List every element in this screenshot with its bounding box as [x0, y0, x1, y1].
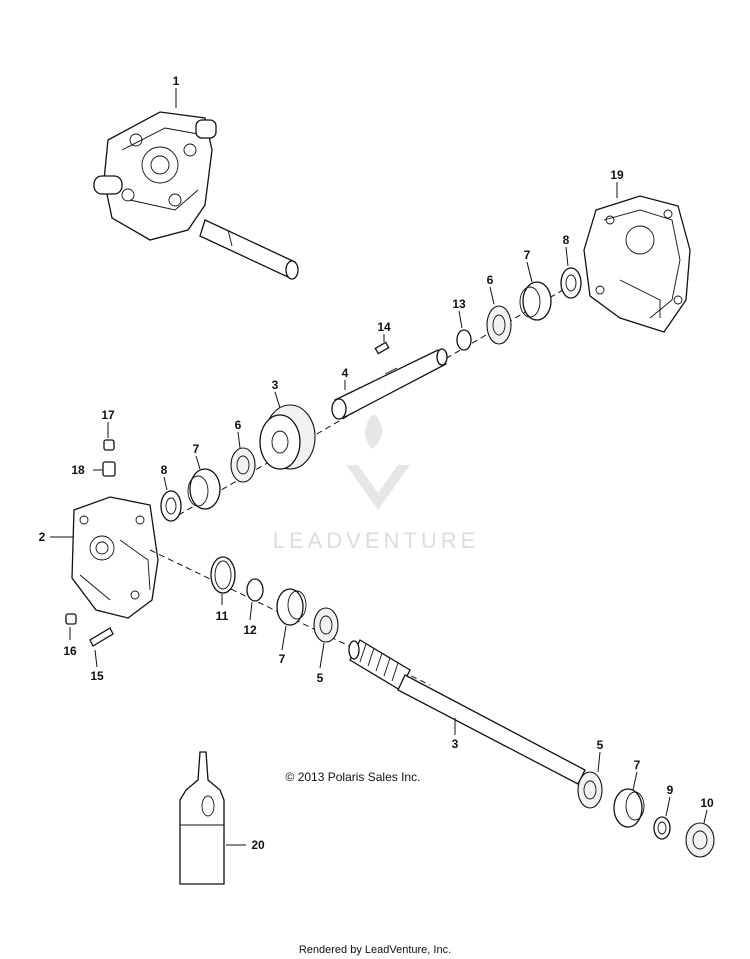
callout-7: 7 [279, 652, 286, 666]
part-8-seal-upper [560, 267, 582, 299]
callout-2: 2 [39, 530, 46, 544]
part-14-key [374, 341, 390, 355]
part-7-race-middle [276, 588, 307, 626]
callout-17: 17 [101, 408, 115, 422]
part-12-snap-ring [246, 578, 264, 602]
part-13-snap-ring [456, 329, 472, 351]
callout-3: 3 [452, 737, 459, 751]
callout-10: 10 [700, 796, 714, 810]
part-7-race-upper [519, 281, 552, 321]
part-1-gearbox-assembly [93, 111, 299, 280]
callout-7: 7 [634, 758, 641, 772]
leadventure-watermark: LEADVENTURE [273, 415, 480, 553]
part-19-housing-cover [583, 195, 691, 333]
part-7-race-right [613, 788, 645, 828]
part-17-plug [103, 439, 115, 451]
callout-5: 5 [317, 671, 324, 685]
part-7-race-left [187, 468, 221, 510]
callout-15: 15 [90, 669, 104, 683]
callout-11: 11 [216, 609, 229, 623]
part-5-bearing-right [577, 771, 603, 809]
callout-labels: 1 19 8 7 6 13 14 4 3 6 7 8 17 18 2 16 15… [39, 74, 714, 852]
part-6-bearing-upper [486, 305, 512, 345]
callout-20: 20 [251, 838, 265, 852]
copyright-notice: © 2013 Polaris Sales Inc. [286, 770, 421, 784]
callout-18: 18 [71, 463, 85, 477]
part-18-fitting [102, 461, 116, 477]
callout-7: 7 [193, 442, 200, 456]
watermark-text: LEADVENTURE [273, 528, 480, 553]
part-4-shaft [331, 348, 448, 420]
callout-8: 8 [563, 233, 570, 247]
callout-8: 8 [161, 463, 168, 477]
part-11-ring [210, 556, 236, 594]
callout-5: 5 [597, 738, 604, 752]
callout-6: 6 [235, 418, 242, 432]
part-2-housing [71, 496, 159, 619]
callout-13: 13 [452, 297, 466, 311]
part-3-gear-upper [259, 404, 316, 470]
callout-14: 14 [377, 320, 391, 334]
part-20-oil-bottle [179, 751, 225, 885]
part-16-nut [65, 613, 77, 625]
callout-3: 3 [272, 378, 279, 392]
callout-7: 7 [524, 248, 531, 262]
callout-12: 12 [243, 623, 257, 637]
callout-16: 16 [63, 644, 77, 658]
part-5-bearing-middle [313, 607, 339, 643]
part-8-seal-left [160, 490, 182, 522]
leader-lines [50, 88, 708, 846]
part-6-bearing-left [230, 447, 256, 483]
part-10-washer [685, 822, 715, 858]
part-15-bolt [89, 627, 114, 647]
part-3-worm-shaft [348, 639, 586, 785]
render-credit: Rendered by LeadVenture, Inc. [299, 944, 451, 956]
part-9-seal [653, 816, 671, 840]
callout-6: 6 [487, 273, 494, 287]
callout-1: 1 [173, 74, 180, 88]
callout-19: 19 [610, 168, 624, 182]
callout-4: 4 [342, 366, 349, 380]
callout-9: 9 [667, 783, 674, 797]
